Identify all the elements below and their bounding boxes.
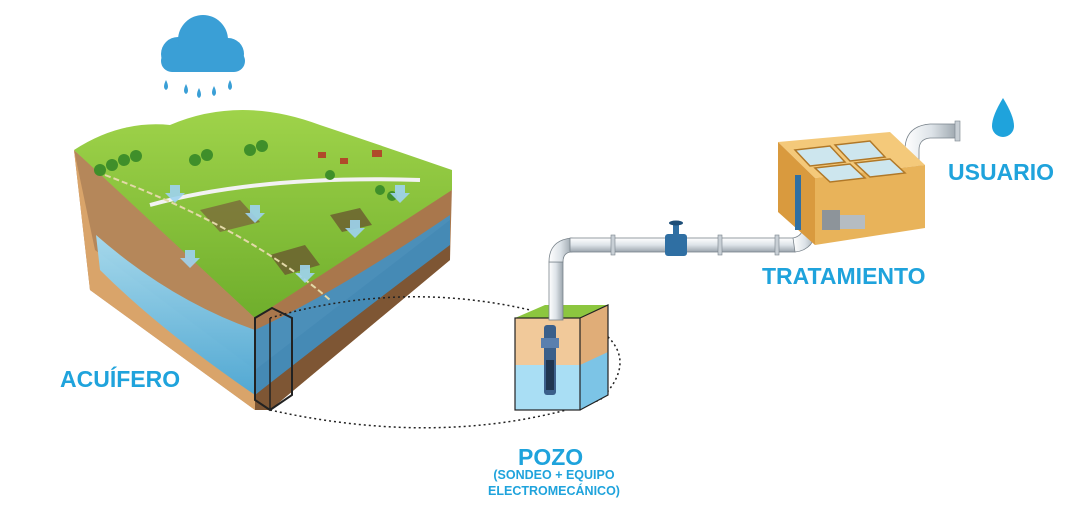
well-block (514, 304, 609, 411)
well-sublabel-line2: ELECTROMECÁNICO) (488, 484, 620, 498)
treatment-label: TRATAMIENTO (762, 263, 926, 289)
aquifer-label: ACUÍFERO (60, 366, 181, 392)
aquifer-block (74, 110, 452, 412)
user-label: USUARIO (948, 159, 1055, 185)
treatment-plant (778, 132, 925, 245)
rain-cloud-icon (161, 15, 245, 98)
well-sublabel-line1: (SONDEO + EQUIPO (493, 468, 615, 482)
connection-ellipse (269, 296, 621, 429)
well-label: POZO (518, 444, 584, 470)
water-drop-icon (992, 98, 1014, 137)
valve-icon (665, 220, 687, 256)
